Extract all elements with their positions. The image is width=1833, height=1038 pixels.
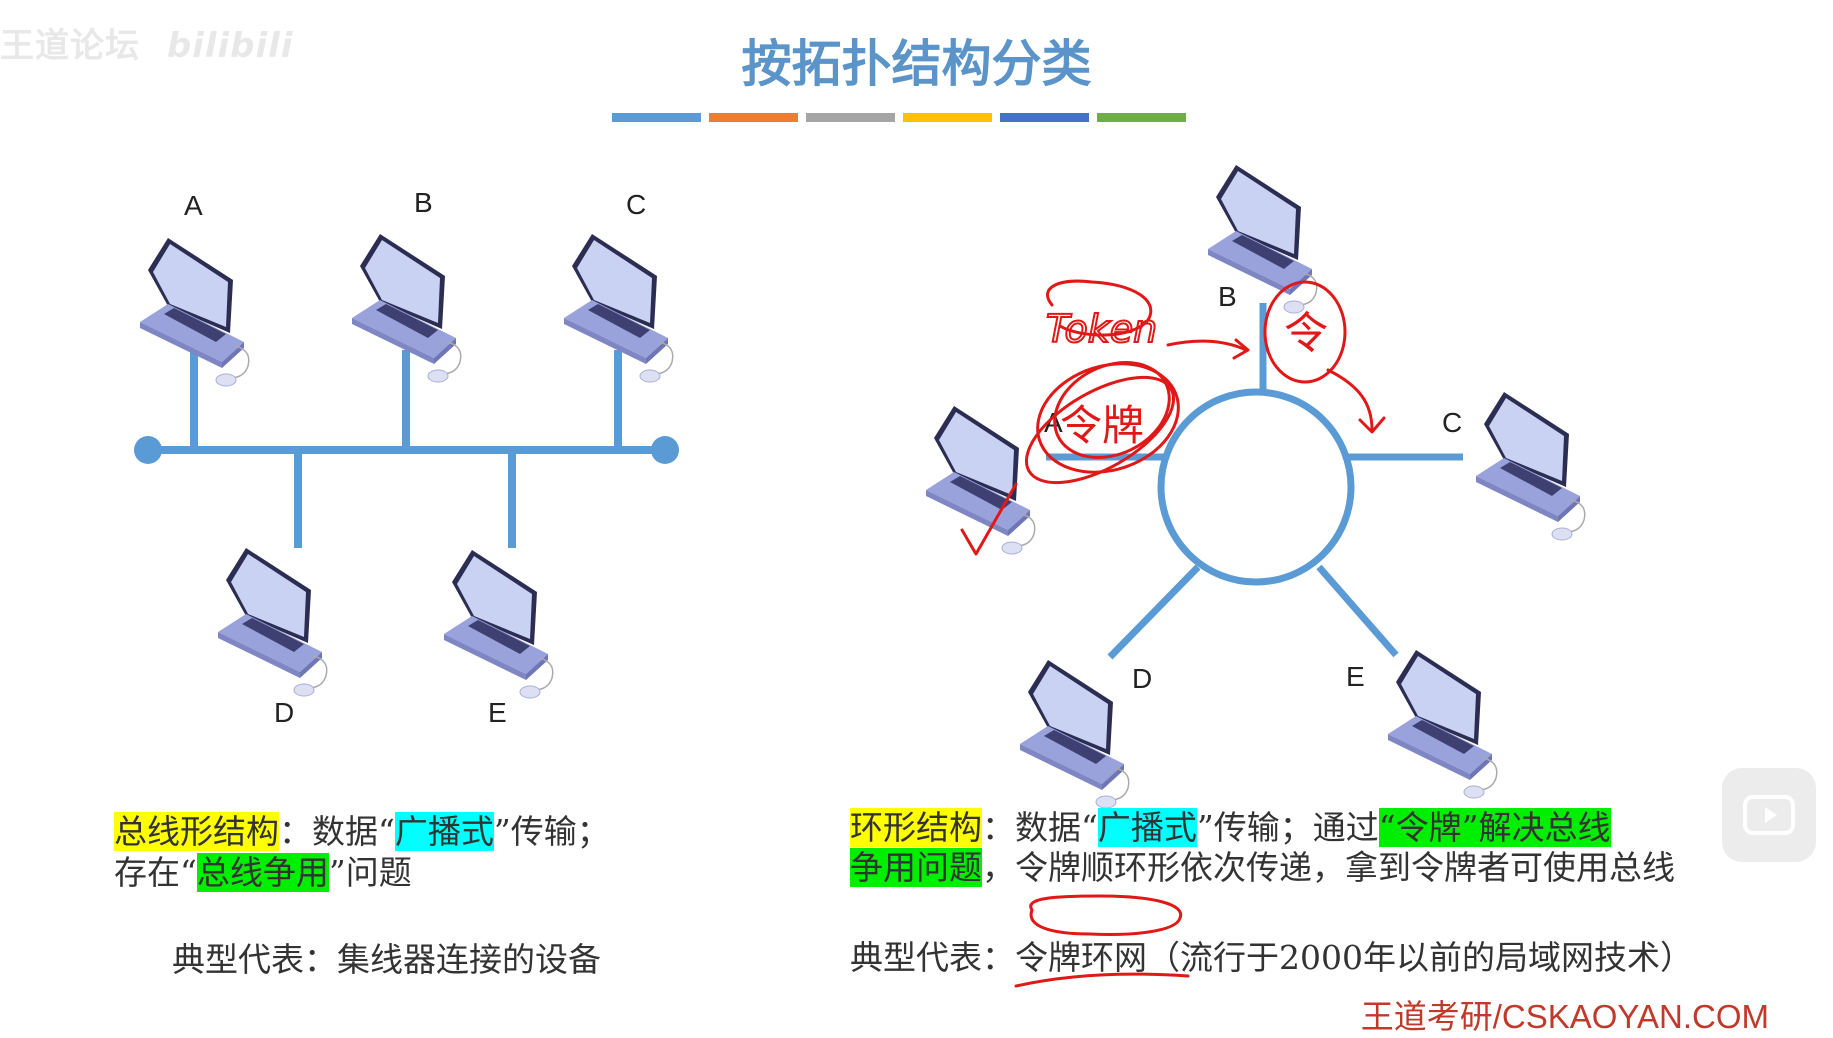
ring-loop <box>1157 388 1355 586</box>
play-button[interactable] <box>1722 768 1816 862</box>
ring-label-c: C <box>1442 407 1462 438</box>
bus-label-b: B <box>414 187 433 218</box>
bus-description-line1: 总线形结构：数据“广播式”传输； <box>114 812 610 852</box>
bus-label-d: D <box>274 697 294 728</box>
title-bar-1 <box>612 113 701 122</box>
ring-label-e: E <box>1346 661 1365 692</box>
ring-description-line2: 争用问题，令牌顺环形依次传递，拿到令牌者可使用总线 <box>850 848 1675 888</box>
bus-broadcast: 广播式 <box>394 812 494 851</box>
ring-laptop-d <box>1019 659 1130 809</box>
watermark: 王道论坛 bilibili <box>0 18 293 67</box>
ring-description-line1: 环形结构：数据“广播式”传输；通过“令牌”解决总线 <box>850 808 1611 848</box>
slide-title: 按拓扑结构分类 <box>741 35 1092 93</box>
bus-desc-line2-prefix: 存在“ <box>114 853 197 892</box>
bus-label-c: C <box>626 189 646 220</box>
bus-example-label: 典型代表： <box>172 940 337 979</box>
ink-arrow-token-head <box>1232 338 1250 360</box>
watermark-site: bilibili <box>166 26 294 66</box>
ink-ling: 令 <box>1284 308 1328 359</box>
ring-drop-e <box>1316 564 1399 658</box>
ink-circle-token-3 <box>1024 375 1176 485</box>
ink-arrow-ring-head <box>1358 416 1386 434</box>
title-bar-5 <box>1000 113 1089 122</box>
ring-example-value: 令牌环网 <box>1015 938 1147 977</box>
ink-word-token: Token <box>1046 307 1157 351</box>
bus-desc-after-broadcast: ”传输； <box>493 812 610 851</box>
ring-label-b: B <box>1218 281 1237 312</box>
bus-example-value: 集线器连接的设备 <box>337 940 601 979</box>
bus-topology: A B C D E <box>134 187 679 728</box>
title-bar-6 <box>1097 113 1186 122</box>
ink-circle-token-1 <box>1036 362 1180 474</box>
ink-scribble-token <box>1046 279 1153 337</box>
ink-circle-ling <box>1263 280 1347 384</box>
watermark-text: 王道论坛 <box>0 26 140 66</box>
bus-terminator-left <box>134 436 162 464</box>
ring-drop-d <box>1107 564 1201 660</box>
ring-example-note: （流行于2000年以前的局域网技术） <box>1147 938 1693 977</box>
ring-contention: 争用问题 <box>850 848 982 887</box>
ring-structure-name: 环形结构 <box>850 808 982 847</box>
ring-topology: B A C D E <box>925 164 1586 809</box>
ring-laptop-e <box>1387 649 1498 799</box>
bus-terminator-right <box>651 436 679 464</box>
ring-broadcast: 广播式 <box>1097 808 1197 847</box>
ring-desc-after-broadcast: ”传输；通过 <box>1196 808 1379 847</box>
topology-diagrams: A B C D E B A C D E Token 令牌 令 <box>134 164 1586 988</box>
bus-label-e: E <box>488 697 507 728</box>
title-bar-2 <box>709 113 798 122</box>
bus-example: 典型代表：集线器连接的设备 <box>172 940 601 980</box>
play-icon <box>1743 795 1795 835</box>
ink-annotations: Token 令牌 令 <box>960 279 1386 988</box>
ring-desc-line2-rest: ，令牌顺环形依次传递，拿到令牌者可使用总线 <box>982 848 1675 887</box>
ink-circle-token-ring <box>1029 894 1183 936</box>
title-bar-4 <box>903 113 992 122</box>
ring-example-label: 典型代表： <box>850 938 1015 977</box>
ring-token-phrase: “令牌”解决总线 <box>1378 808 1611 847</box>
ink-arrow-ring-shaft <box>1326 368 1374 432</box>
bus-structure-name: 总线形结构 <box>114 812 279 851</box>
bus-contention: 总线争用 <box>196 853 329 892</box>
bus-description-line2: 存在“总线争用”问题 <box>114 853 412 893</box>
ink-arrow-token-shaft <box>1166 339 1248 352</box>
brand-footer: 王道考研/CSKAOYAN.COM <box>1360 998 1769 1035</box>
bus-desc-line2-suffix: ”问题 <box>328 853 412 892</box>
ring-laptop-a <box>925 405 1036 555</box>
bus-desc-colon: ：数据“ <box>279 812 395 851</box>
bus-laptop-d <box>217 547 328 697</box>
bus-label-a: A <box>184 190 203 221</box>
title-color-bars <box>612 113 1186 122</box>
ring-laptop-c <box>1475 391 1586 541</box>
ring-label-d: D <box>1132 663 1152 694</box>
bus-laptop-e <box>443 549 554 699</box>
ink-token-cn: 令牌 <box>1060 401 1144 450</box>
ring-desc-colon: ：数据“ <box>982 808 1098 847</box>
ink-checkmark <box>960 482 1018 556</box>
ring-example: 典型代表：令牌环网（流行于2000年以前的局域网技术） <box>850 938 1693 978</box>
title-bar-3 <box>806 113 895 122</box>
ink-underline-token-ring <box>1014 972 1190 988</box>
